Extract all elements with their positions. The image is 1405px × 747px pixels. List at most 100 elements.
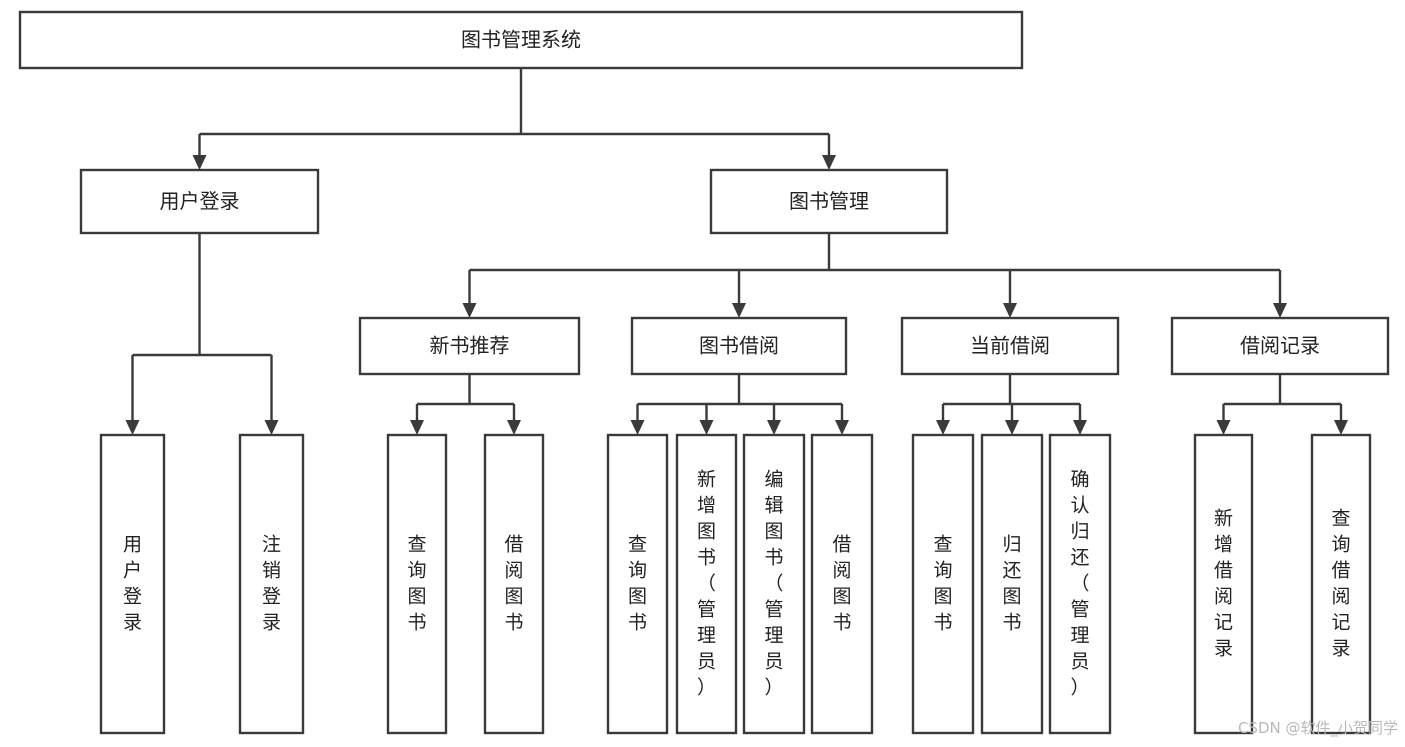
svg-text:书: 书 <box>628 612 647 634</box>
svg-text:）: ） <box>764 677 783 699</box>
svg-text:书: 书 <box>832 612 851 634</box>
node-box-book-borrow[interactable] <box>630 316 848 376</box>
node-box-borrow-book-rec[interactable] <box>483 433 545 735</box>
node-box-user-login[interactable] <box>79 168 320 235</box>
svg-text:理: 理 <box>697 625 716 647</box>
svg-text:录: 录 <box>123 612 142 634</box>
svg-text:新: 新 <box>697 469 716 491</box>
svg-text:查: 查 <box>1331 508 1350 530</box>
svg-text:查: 查 <box>628 534 647 556</box>
svg-text:图: 图 <box>832 586 851 608</box>
svg-text:图: 图 <box>407 586 426 608</box>
svg-text:员: 员 <box>1070 651 1089 673</box>
svg-text:查: 查 <box>407 534 426 556</box>
node-box-add-book[interactable] <box>675 433 738 735</box>
svg-text:）: ） <box>1070 677 1089 699</box>
svg-text:借: 借 <box>1331 560 1350 582</box>
arrow-head-icon <box>835 420 849 435</box>
svg-text:书: 书 <box>504 612 523 634</box>
boxes-layer <box>18 10 1390 735</box>
node-box-new-book-recommend[interactable] <box>358 316 581 376</box>
svg-text:还: 还 <box>1002 560 1021 582</box>
arrow-head-icon <box>1003 303 1017 318</box>
arrow-head-icon <box>410 420 424 435</box>
svg-text:辑: 辑 <box>764 495 783 517</box>
arrow-head-icon <box>1216 420 1231 435</box>
svg-text:书: 书 <box>933 612 952 634</box>
arrow-head-icon <box>125 420 140 435</box>
node-box-current-borrow[interactable] <box>900 316 1120 376</box>
svg-text:书: 书 <box>697 547 716 569</box>
svg-text:图: 图 <box>1002 586 1021 608</box>
labels-layer: 图书管理系统用户登录图书管理新书推荐图书借阅当前借阅借阅记录用户登录注销登录查询… <box>123 28 1351 699</box>
svg-text:借: 借 <box>832 534 851 556</box>
svg-text:阅: 阅 <box>1331 586 1350 608</box>
svg-text:（: （ <box>697 573 716 595</box>
connectors-layer <box>125 68 1348 435</box>
svg-text:图: 图 <box>764 521 783 543</box>
node-label-book-management: 图书管理 <box>789 189 869 213</box>
arrow-head-icon <box>767 420 781 435</box>
node-box-book-management[interactable] <box>709 168 949 235</box>
arrow-head-icon <box>822 155 836 170</box>
node-label-user-login: 用户登录 <box>160 189 240 213</box>
svg-text:阅: 阅 <box>832 560 851 582</box>
arrow-head-icon <box>462 303 477 318</box>
node-box-borrow-record[interactable] <box>1170 316 1390 376</box>
node-box-borrow-book[interactable] <box>810 433 874 735</box>
svg-text:图: 图 <box>697 521 716 543</box>
arrow-head-icon <box>732 303 746 318</box>
svg-text:阅: 阅 <box>504 560 523 582</box>
svg-text:（: （ <box>1070 573 1089 595</box>
node-box-query-borrow-record[interactable] <box>1310 433 1372 735</box>
node-label-borrow-record: 借阅记录 <box>1240 334 1320 358</box>
arrow-head-icon <box>507 420 521 435</box>
svg-text:注: 注 <box>262 534 281 556</box>
node-box-edit-book[interactable] <box>742 433 806 735</box>
node-box-query-book-borrow[interactable] <box>606 433 669 735</box>
svg-text:管: 管 <box>1070 599 1089 621</box>
svg-text:录: 录 <box>1214 638 1233 660</box>
svg-text:记: 记 <box>1331 612 1350 634</box>
arrow-head-icon <box>1273 303 1287 318</box>
arrow-head-icon <box>1005 420 1019 435</box>
svg-text:借: 借 <box>504 534 523 556</box>
node-label-user-login: 用户登录 <box>123 534 142 634</box>
svg-text:书: 书 <box>764 547 783 569</box>
node-box-user-login[interactable] <box>99 433 166 735</box>
node-box-query-book-rec[interactable] <box>386 433 448 735</box>
svg-text:认: 认 <box>1070 495 1089 517</box>
svg-text:图: 图 <box>504 586 523 608</box>
svg-text:编: 编 <box>764 469 783 491</box>
svg-text:阅: 阅 <box>1214 586 1233 608</box>
svg-text:理: 理 <box>764 625 783 647</box>
svg-text:图: 图 <box>933 586 952 608</box>
node-label-book-borrow: 图书借阅 <box>699 334 779 358</box>
node-label-root: 图书管理系统 <box>461 28 581 52</box>
svg-text:理: 理 <box>1070 625 1089 647</box>
csdn-watermark: CSDN @软件_小贺同学 <box>1238 719 1398 738</box>
svg-text:借: 借 <box>1214 560 1233 582</box>
arrow-head-icon <box>1334 420 1348 435</box>
svg-text:登: 登 <box>262 586 281 608</box>
node-box-return-book[interactable] <box>980 433 1044 735</box>
node-box-user-logout[interactable] <box>238 433 305 735</box>
node-box-root[interactable] <box>18 10 1024 70</box>
node-box-add-borrow-record[interactable] <box>1193 433 1254 735</box>
svg-text:员: 员 <box>764 651 783 673</box>
svg-text:查: 查 <box>933 534 952 556</box>
node-box-query-book-current[interactable] <box>911 433 975 735</box>
node-box-confirm-return[interactable] <box>1048 433 1112 735</box>
node-label-current-borrow: 当前借阅 <box>970 334 1050 358</box>
arrow-head-icon <box>264 420 279 435</box>
